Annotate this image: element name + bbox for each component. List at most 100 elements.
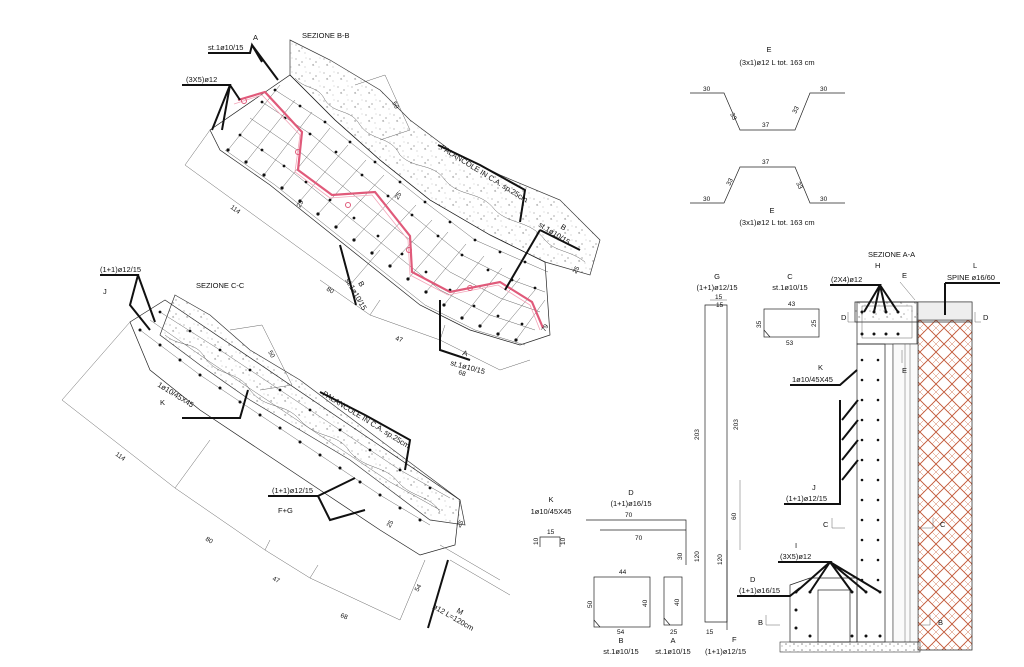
bar-k: K 1ø10/45X45 15 10 10 (531, 495, 572, 547)
aa-label-k: K (818, 363, 823, 372)
cc-dim-25b: 25 (456, 519, 466, 529)
bar-g-d-top: 15 (715, 294, 723, 301)
cc-label-k: K (160, 398, 165, 407)
bar-b-d-44: 44 (619, 569, 627, 576)
bb-dim-80: 80 (325, 286, 335, 296)
bb-beam-outline (209, 74, 551, 346)
cc-label-j: J (103, 287, 107, 296)
section-b-b: SEZIONE B-B (182, 31, 601, 378)
cc-dim-80: 80 (204, 536, 214, 546)
bb-label-b-right: B (559, 222, 568, 232)
aa-gravel-bed (779, 641, 921, 653)
cc-dim-25a: 25 (386, 519, 396, 529)
bar-b-d-54: 54 (617, 629, 625, 636)
aa-label-b-right: B (938, 618, 943, 627)
bar-k-d-10a: 10 (533, 537, 540, 545)
bb-label-a-bottom: A (461, 348, 468, 358)
cc-rebar-grid (138, 310, 451, 526)
section-cc-title: SEZIONE C-C (196, 281, 245, 290)
bar-d-spec: (1+1)ø16/15 (610, 499, 651, 508)
bar-e-bottom-d1: 30 (703, 196, 711, 203)
cc-dim-50: 50 (266, 350, 276, 360)
aa-label-l-spec: SPINE ø16/60 (947, 273, 995, 282)
cc-dim-68: 68 (339, 612, 349, 621)
aa-label-b-left: B (758, 618, 763, 627)
bar-d-label: D (628, 488, 634, 497)
aa-label-i-spec: (3X5)ø12 (780, 552, 811, 561)
bb-dim-79: 79 (541, 323, 551, 333)
aa-label-d2-spec: (1+1)ø16/15 (739, 586, 780, 595)
aa-label-k-spec: 1ø10/45X45 (792, 375, 833, 384)
cc-concrete-band (159, 294, 466, 526)
aa-column (856, 343, 886, 643)
bb-concrete-band (289, 39, 601, 276)
bar-e-bottom-label: E (769, 206, 774, 215)
bar-a-d-40: 40 (674, 598, 681, 606)
bar-c-label: C (787, 272, 793, 281)
bb-label-i-spec: (3X5)ø12 (186, 75, 217, 84)
cc-label-fg: F+G (278, 506, 293, 515)
cc-dim-114: 114 (114, 451, 127, 463)
cc-label-m: M (455, 606, 465, 617)
bar-b-label: B (618, 636, 623, 645)
bar-d-d-30: 30 (677, 552, 684, 560)
bb-dim-114: 114 (229, 204, 242, 216)
bar-f-d-120: 120 (717, 554, 724, 565)
cc-dim-47: 47 (271, 575, 281, 585)
aa-label-j-spec: (1+1)ø12/15 (786, 494, 827, 503)
bar-c: C st.1ø10/15 43 35 25 53 (756, 272, 820, 347)
bar-b-d-40: 40 (642, 599, 649, 607)
bb-dim-25b: 25 (394, 191, 404, 201)
aa-label-d2: D (750, 575, 756, 584)
bb-dim-50: 50 (390, 101, 400, 111)
bar-e-top-spec: (3x1)ø12 L tot. 163 cm (739, 58, 814, 67)
bar-c-d-25: 25 (811, 319, 818, 327)
bb-dim-25-right: 25 (572, 265, 582, 275)
bar-e-top-d5: 30 (820, 86, 828, 93)
bar-c-d-53: 53 (786, 340, 794, 347)
bar-k-d-10b: 10 (560, 537, 567, 545)
bar-a-spec: st.1ø10/15 (655, 647, 690, 656)
bar-b: 44 50 40 54 B st.1ø10/15 (587, 569, 651, 656)
cc-label-fg-spec: (1+1)ø12/15 (272, 486, 313, 495)
bar-e-bottom-d4: 33 (794, 181, 804, 191)
aa-label-i: I (795, 541, 797, 550)
aa-footing (789, 577, 858, 643)
bar-d-d-70b: 70 (635, 535, 643, 542)
bar-b-spec: st.1ø10/15 (603, 647, 638, 656)
bar-c-d-43: 43 (788, 301, 796, 308)
bar-a-label: A (670, 636, 675, 645)
aa-label-l: L (973, 261, 977, 270)
bar-a: 40 25 A st.1ø10/15 (655, 576, 691, 656)
aa-label-h: H (875, 261, 880, 270)
aa-label-c-right: C (940, 520, 946, 529)
bb-label-a: A (253, 33, 258, 42)
bar-e-bottom-d2: 33 (725, 177, 735, 187)
bar-e-bottom-d3: 37 (762, 159, 770, 166)
bar-g-d-15b: 15 (716, 302, 724, 309)
bar-f: 60 120 15 F (1+1)ø12/15 (705, 480, 746, 656)
bar-k-d-15: 15 (547, 529, 555, 536)
cc-dim-54: 54 (414, 583, 424, 593)
bb-label-a-bottom-spec: st.1ø10/15 (449, 358, 486, 376)
bar-e-bottom-d5: 30 (820, 196, 828, 203)
aa-label-e2: E (902, 366, 907, 375)
bar-c-spec: st.1ø10/15 (772, 283, 807, 292)
bar-g-label: G (714, 272, 720, 281)
bar-f-label: F (732, 635, 737, 644)
bar-g-d-203a: 203 (694, 429, 701, 440)
bar-d: D (1+1)ø16/15 70 70 30 (586, 488, 687, 565)
bar-f-d-15: 15 (706, 629, 714, 636)
bb-dim-68: 68 (457, 369, 466, 378)
bar-k-spec: 1ø10/45X45 (531, 507, 572, 516)
bar-a-d-25: 25 (670, 629, 678, 636)
bar-e-bottom-spec: (3x1)ø12 L tot. 163 cm (739, 218, 814, 227)
bb-pink-zigzag-bar (233, 90, 545, 331)
aa-masonry-wall (917, 319, 973, 651)
cc-beam-outline (129, 299, 461, 556)
bar-c-d-35: 35 (756, 320, 763, 328)
aa-label-d-right: D (983, 313, 989, 322)
bb-dim-25a: 25 (296, 199, 306, 209)
bar-e-top-d1: 30 (703, 86, 711, 93)
bar-g-d-203b: 203 (733, 419, 740, 430)
